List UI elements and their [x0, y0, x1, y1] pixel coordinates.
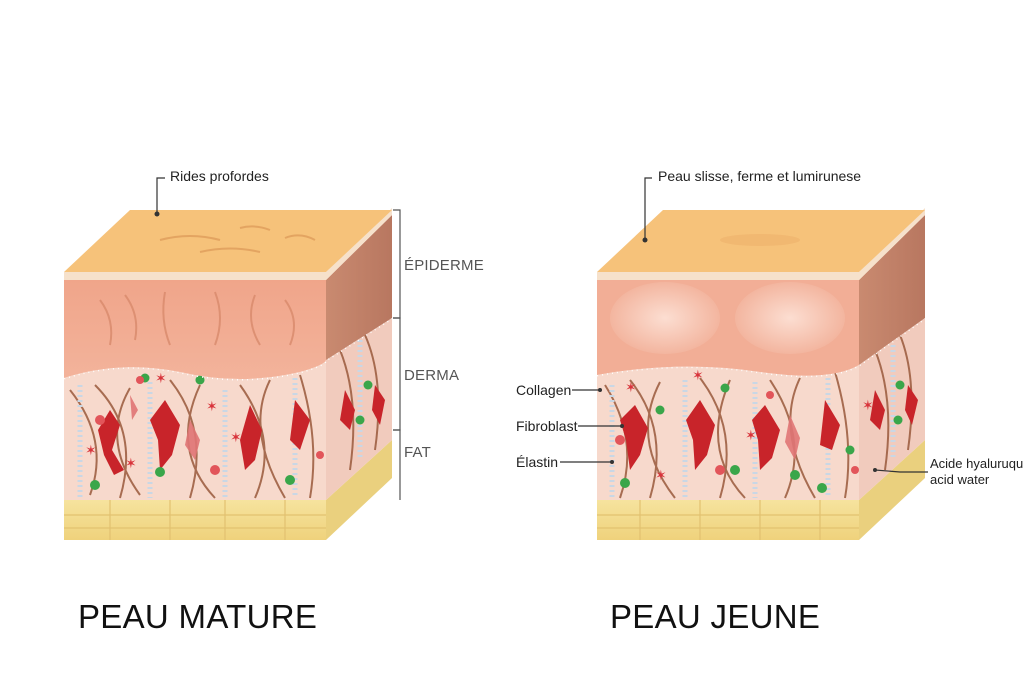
epidermis-layer	[64, 280, 326, 379]
epidermis-label: ÉPIDERME	[404, 257, 484, 274]
plump-highlight	[610, 282, 720, 354]
elastin-label: Élastin	[516, 454, 559, 470]
epidermis-side	[326, 215, 392, 360]
dermis-label: DERMA	[404, 367, 460, 384]
hyaluronic-label-line2: acid water	[930, 472, 990, 487]
callout-lines	[156, 177, 928, 473]
hyaluronic-particles	[615, 380, 905, 493]
fibroblasts	[620, 385, 918, 470]
epidermis-side	[859, 215, 925, 365]
fat-side	[859, 440, 925, 540]
svg-text:✶: ✶	[125, 455, 137, 471]
fibroblast-label: Fibroblast	[516, 418, 578, 434]
young-callout-label: Peau slisse, ferme et lumirunese	[658, 168, 862, 184]
skin-surface	[64, 210, 392, 272]
deep-wrinkles	[159, 225, 316, 253]
young-title: PEAU JEUNE	[610, 598, 821, 635]
fat-side	[326, 440, 392, 540]
dermis-side	[326, 318, 392, 500]
svg-text:✶: ✶	[230, 429, 242, 445]
hyaluronic-label-line1: Acide hyaluruqu	[930, 456, 1024, 471]
svg-text:✶: ✶	[206, 398, 218, 414]
mature-callout-label: Rides profordes	[170, 168, 269, 184]
young-skin-block: ✶ ✶ ✶ ✶ ✶	[596, 208, 926, 540]
svg-text:✶: ✶	[862, 397, 874, 413]
fibroblasts	[98, 385, 385, 475]
layer-bracket	[393, 209, 401, 500]
svg-text:✶: ✶	[745, 427, 757, 443]
wrinkle-lines	[99, 291, 295, 346]
fat-layer	[597, 500, 859, 540]
svg-text:✶: ✶	[655, 467, 667, 483]
plump-highlight	[735, 282, 845, 354]
fat-label: FAT	[404, 444, 431, 461]
hyaluronic-particles	[90, 373, 373, 490]
svg-text:✶: ✶	[85, 442, 97, 458]
fat-layer	[64, 500, 326, 540]
mature-skin-block: ✶ ✶ ✶ ✶ ✶	[63, 208, 393, 540]
collagen-label: Collagen	[516, 382, 572, 398]
mature-title: PEAU MATURE	[78, 598, 318, 635]
svg-text:✶: ✶	[625, 379, 637, 395]
svg-text:✶: ✶	[692, 367, 704, 383]
svg-text:✶: ✶	[155, 370, 167, 386]
